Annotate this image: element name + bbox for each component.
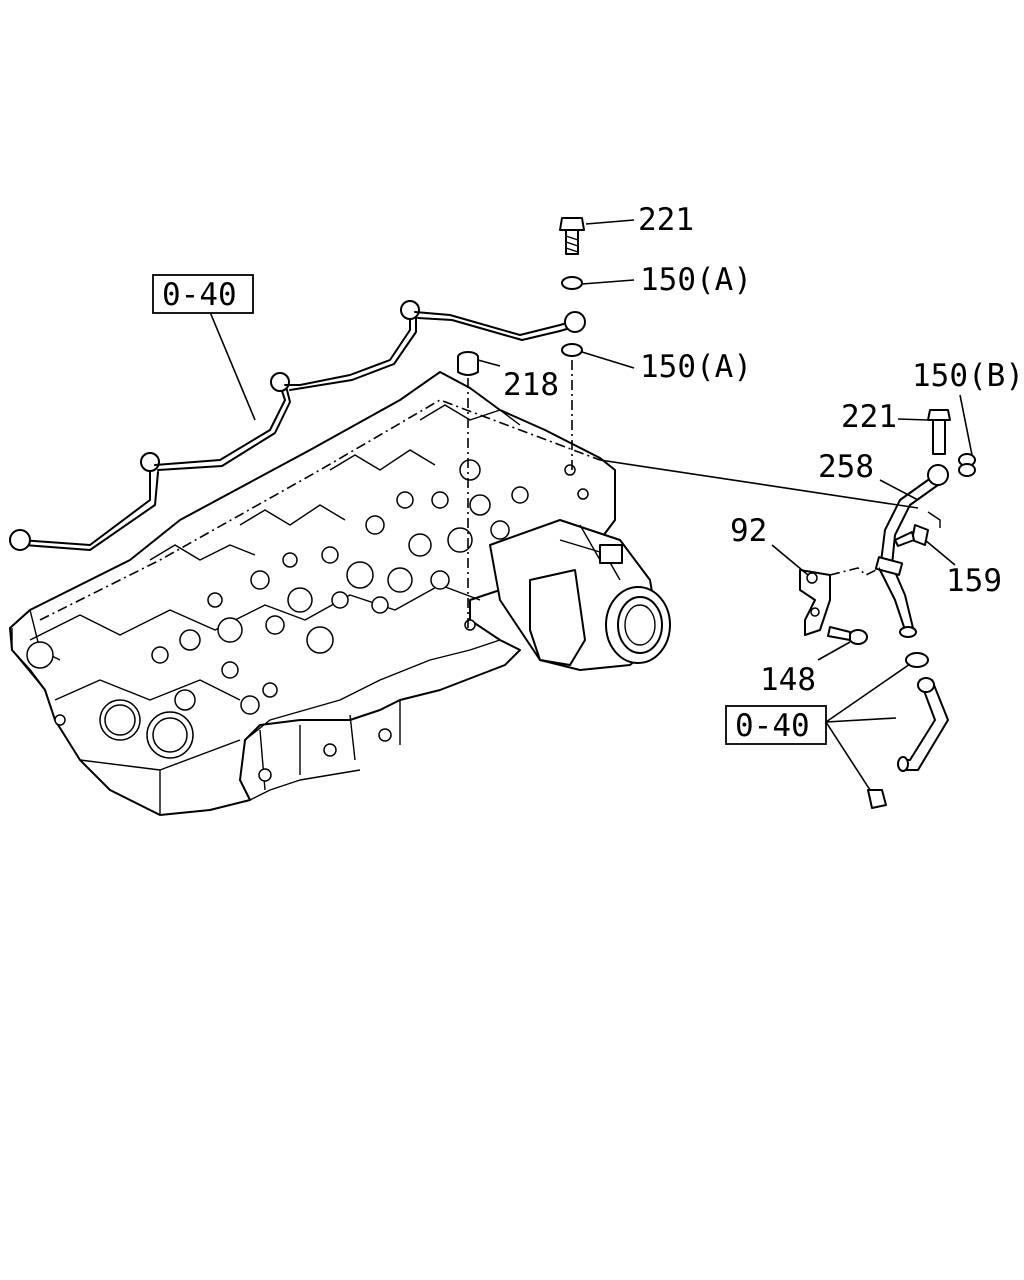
callout-218: 218 — [503, 367, 559, 403]
bracket-92-part — [799, 567, 881, 636]
reference-box-hose[interactable]: 0-40 — [725, 705, 827, 745]
washer-150a-upper-part — [561, 276, 583, 290]
callout-150a-lower: 150(A) — [640, 349, 752, 385]
fuel-injection-lines — [9, 300, 586, 551]
bolt-148-part — [827, 626, 868, 645]
leader-lines — [209, 219, 973, 791]
callout-150b: 150(B) — [912, 358, 1024, 394]
bolt-159-part — [894, 524, 929, 547]
callout-159: 159 — [946, 563, 1002, 599]
cylinder-head — [9, 371, 616, 816]
reference-box-hose-label: 0-40 — [735, 708, 810, 744]
callout-258: 258 — [818, 449, 874, 485]
callout-92: 92 — [730, 513, 767, 549]
cap-218-part — [457, 351, 479, 376]
reference-box-fuel-lines[interactable]: 0-40 — [152, 274, 254, 314]
hose-part — [867, 652, 949, 809]
callout-150a-upper: 150(A) — [640, 262, 752, 298]
reference-box-fuel-lines-label: 0-40 — [162, 277, 237, 313]
washer-150a-lower-part — [561, 343, 583, 357]
callout-221-top: 221 — [638, 202, 694, 238]
callout-221-right: 221 — [841, 399, 897, 435]
throttle-valve-assembly — [489, 519, 671, 671]
pipe-258-part — [874, 464, 949, 638]
bolt-221-right-part — [927, 409, 951, 455]
callout-148: 148 — [760, 662, 816, 698]
bolt-221-top-part — [559, 217, 585, 255]
